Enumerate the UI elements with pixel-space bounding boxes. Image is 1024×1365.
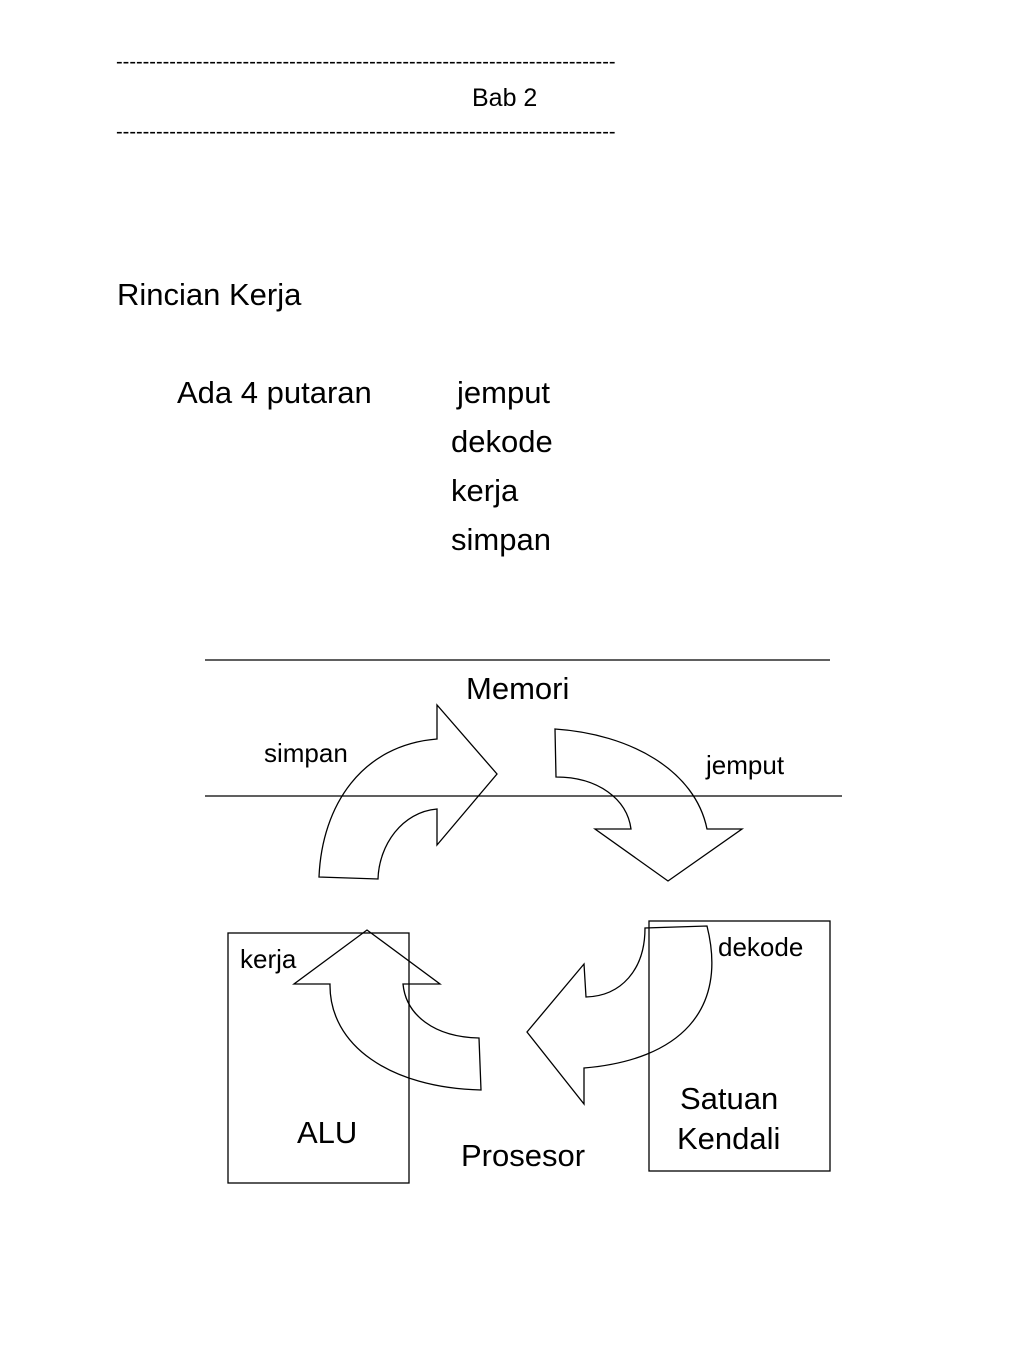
alu-label: ALU: [297, 1115, 358, 1150]
decode-arrow: [526, 925, 713, 1106]
store-label: simpan: [264, 738, 348, 768]
step-decode: dekode: [451, 424, 553, 459]
execute-label: kerja: [240, 944, 297, 974]
store-arrow: [318, 703, 498, 880]
step-store: simpan: [451, 522, 551, 557]
memory-label: Memori: [466, 671, 570, 706]
header-rule-top: ----------------------------------------…: [116, 51, 616, 73]
header-rule-bottom: ----------------------------------------…: [116, 121, 616, 143]
control-unit-label-line2: Kendali: [677, 1121, 781, 1156]
fetch-label: jemput: [706, 750, 785, 780]
step-execute: kerja: [451, 473, 519, 508]
section-title: Rincian Kerja: [117, 277, 302, 312]
chapter-label: Bab 2: [472, 84, 538, 112]
control-unit-label-line1: Satuan: [680, 1081, 779, 1116]
decode-label: dekode: [718, 932, 804, 962]
step-fetch: jemput: [457, 375, 551, 410]
processor-label: Prosesor: [461, 1138, 586, 1173]
cycle-intro: Ada 4 putaran: [177, 375, 372, 410]
alu-box: [227, 932, 410, 1184]
execute-arrow: [292, 929, 482, 1091]
control-unit-box: [648, 920, 831, 1172]
fetch-arrow: [554, 728, 745, 882]
